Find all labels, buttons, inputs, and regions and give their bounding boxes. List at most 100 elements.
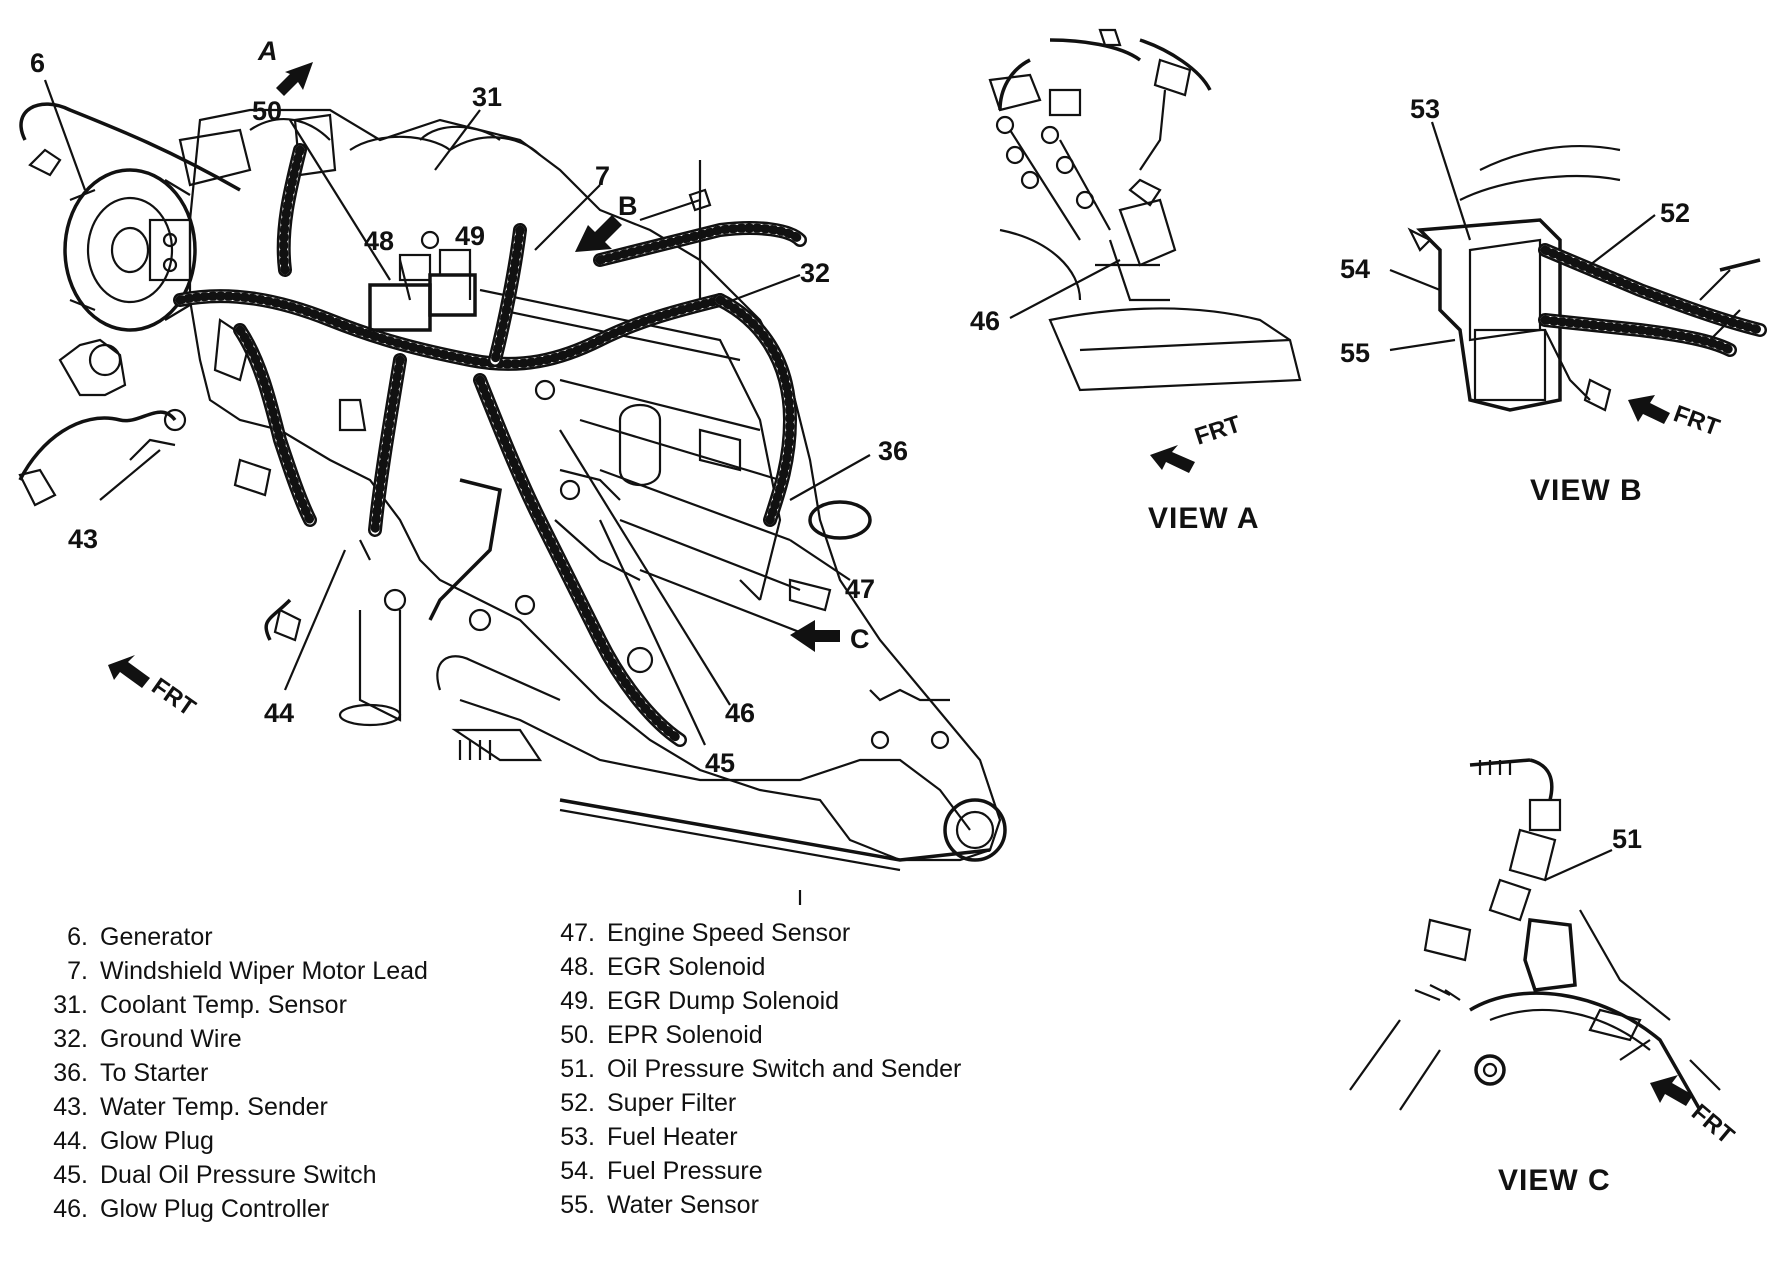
legend-item-text: EPR Solenoid bbox=[607, 1021, 763, 1049]
legend-item: 43. Water Temp. Sender bbox=[38, 1090, 428, 1124]
callout-51: 51 bbox=[1612, 824, 1642, 854]
view-b-marker-label: B bbox=[618, 191, 638, 221]
view-a-title: VIEW A bbox=[1148, 502, 1260, 535]
legend-item-text: Fuel Heater bbox=[607, 1123, 738, 1151]
legend-item: 55. Water Sensor bbox=[545, 1188, 961, 1222]
view-c-marker: C bbox=[790, 620, 870, 654]
view-c-illustration bbox=[1349, 758, 1721, 1111]
callout-7: 7 bbox=[595, 161, 610, 191]
callout-54: 54 bbox=[1340, 254, 1370, 284]
view-c-title: VIEW C bbox=[1498, 1164, 1611, 1197]
leader-lines-main bbox=[43, 79, 871, 746]
legend-item-text: Super Filter bbox=[607, 1089, 737, 1117]
legend-item-number: 45. bbox=[53, 1161, 88, 1189]
view-c-labels: 51 FRT VIEW C bbox=[1498, 824, 1739, 1197]
legend-item-number: 31. bbox=[53, 991, 88, 1019]
generator-drawing bbox=[63, 168, 197, 332]
callout-53: 53 bbox=[1410, 94, 1440, 124]
view-a-marker-label: A bbox=[257, 36, 278, 66]
callout-50: 50 bbox=[252, 96, 282, 126]
legend-item: 53. Fuel Heater bbox=[545, 1120, 961, 1154]
main-engine-illustration bbox=[18, 102, 1007, 905]
callout-49: 49 bbox=[455, 221, 485, 251]
callout-32: 32 bbox=[800, 258, 830, 288]
legend-item: 54. Fuel Pressure bbox=[545, 1154, 961, 1188]
callout-46: 46 bbox=[725, 698, 755, 728]
callout-52: 52 bbox=[1660, 198, 1690, 228]
frt-label-view-a: FRT bbox=[1192, 411, 1245, 451]
legend-item-text: Water Sensor bbox=[607, 1191, 759, 1219]
view-b-illustration bbox=[1407, 145, 1767, 412]
legend-item-number: 53. bbox=[560, 1123, 595, 1151]
legend-item-text: Fuel Pressure bbox=[607, 1157, 763, 1185]
view-c-marker-label: C bbox=[850, 624, 870, 654]
view-a-labels: 46 FRT VIEW A bbox=[970, 259, 1260, 535]
legend-item: 7. Windshield Wiper Motor Lead bbox=[38, 954, 428, 988]
legend-item-text: To Starter bbox=[100, 1059, 209, 1087]
legend-item: 6. Generator bbox=[38, 920, 428, 954]
legend-item-text: Oil Pressure Switch and Sender bbox=[607, 1055, 962, 1083]
view-b-title: VIEW B bbox=[1530, 474, 1643, 507]
legend-item-number: 43. bbox=[53, 1093, 88, 1121]
legend-item: 31. Coolant Temp. Sensor bbox=[38, 988, 428, 1022]
legend-item-text: Glow Plug bbox=[100, 1127, 214, 1155]
legend-item-text: Engine Speed Sensor bbox=[607, 919, 851, 947]
legend-item: 51. Oil Pressure Switch and Sender bbox=[545, 1052, 961, 1086]
legend-item-text: Glow Plug Controller bbox=[100, 1195, 330, 1223]
legend-item: 44. Glow Plug bbox=[38, 1124, 428, 1158]
legend-item-number: 44. bbox=[53, 1127, 88, 1155]
frt-label-view-c: FRT bbox=[1686, 1099, 1739, 1150]
legend-item-number: 47. bbox=[560, 919, 595, 947]
legend-item-number: 55. bbox=[560, 1191, 595, 1219]
legend-item-text: EGR Dump Solenoid bbox=[607, 987, 840, 1015]
legend-item: 32. Ground Wire bbox=[38, 1022, 428, 1056]
callout-55: 55 bbox=[1340, 338, 1370, 368]
legend-item-number: 36. bbox=[53, 1059, 88, 1087]
parts-legend-right: 47. Engine Speed Sensor 48. EGR Solenoid 49.… bbox=[545, 916, 961, 1222]
legend-item: 46. Glow Plug Controller bbox=[38, 1192, 428, 1226]
callout-6: 6 bbox=[30, 48, 45, 78]
legend-item: 47. Engine Speed Sensor bbox=[545, 916, 961, 950]
legend-item: 49. EGR Dump Solenoid bbox=[545, 984, 961, 1018]
legend-item-number: 48. bbox=[560, 953, 595, 981]
front-direction-arrow-main: FRT bbox=[108, 655, 201, 722]
callout-46-view-a: 46 bbox=[970, 306, 1000, 336]
legend-item-number: 32. bbox=[53, 1025, 88, 1053]
legend-item-number: 46. bbox=[53, 1195, 88, 1223]
callout-48: 48 bbox=[364, 226, 394, 256]
legend-item-text: Water Temp. Sender bbox=[100, 1093, 328, 1121]
view-a-marker: A bbox=[257, 36, 313, 96]
callout-36: 36 bbox=[878, 436, 908, 466]
legend-item-text: Windshield Wiper Motor Lead bbox=[100, 957, 428, 985]
legend-item: 52. Super Filter bbox=[545, 1086, 961, 1120]
legend-item-number: 7. bbox=[67, 957, 88, 985]
legend-item-number: 49. bbox=[560, 987, 595, 1015]
legend-item-text: Coolant Temp. Sensor bbox=[100, 991, 347, 1019]
callout-43: 43 bbox=[68, 524, 98, 554]
callout-44: 44 bbox=[264, 698, 294, 728]
legend-item-text: Generator bbox=[100, 923, 213, 951]
legend-item-text: Dual Oil Pressure Switch bbox=[100, 1161, 377, 1189]
legend-item: 36. To Starter bbox=[38, 1056, 428, 1090]
legend-item-text: EGR Solenoid bbox=[607, 953, 766, 981]
legend-item: 45. Dual Oil Pressure Switch bbox=[38, 1158, 428, 1192]
callout-31: 31 bbox=[472, 82, 502, 112]
frt-label-main: FRT bbox=[147, 673, 201, 722]
legend-item: 48. EGR Solenoid bbox=[545, 950, 961, 984]
callouts-main: 6 50 31 7 48 49 32 36 43 44 46 45 47 bbox=[30, 48, 908, 778]
legend-item-number: 51. bbox=[560, 1055, 595, 1083]
legend-item-number: 50. bbox=[560, 1021, 595, 1049]
legend-item: 50. EPR Solenoid bbox=[545, 1018, 961, 1052]
legend-item-number: 52. bbox=[560, 1089, 595, 1117]
legend-item-number: 6. bbox=[67, 923, 88, 951]
frt-label-view-b: FRT bbox=[1670, 400, 1723, 441]
callout-45: 45 bbox=[705, 748, 735, 778]
view-b-marker: B bbox=[575, 191, 638, 252]
view-a-illustration bbox=[988, 28, 1302, 392]
parts-legend-left: 6. Generator 7. Windshield Wiper Motor Lead… bbox=[38, 920, 428, 1226]
legend-item-text: Ground Wire bbox=[100, 1025, 242, 1053]
legend-item-number: 54. bbox=[560, 1157, 595, 1185]
view-b-labels: 53 52 54 55 FRT VIEW B bbox=[1340, 94, 1723, 507]
callout-47: 47 bbox=[845, 574, 875, 604]
